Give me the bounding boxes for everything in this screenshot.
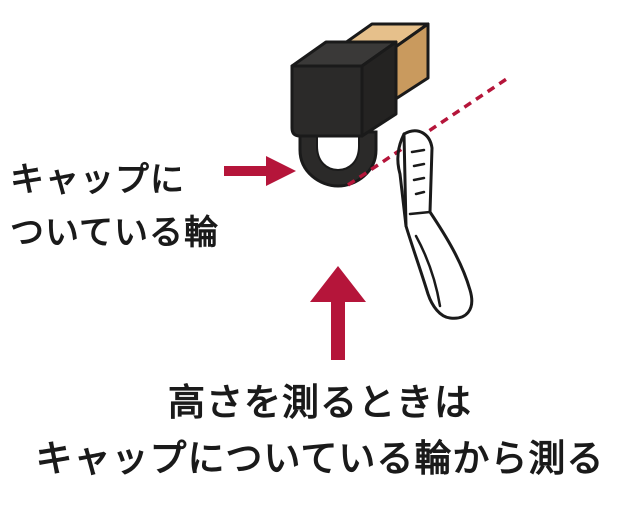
cap-ring [298, 130, 378, 188]
annotation-line-2: ついている輪 [10, 213, 219, 253]
pointer-arrow [224, 156, 296, 186]
annotation-line-1: キャップに [10, 160, 185, 200]
up-arrow [310, 266, 366, 360]
measure-line [347, 76, 509, 187]
caption-line-2: キャップについている輪から測る [35, 437, 605, 480]
hand-outline [396, 129, 474, 320]
caption-line-1: 高さを測るときは [168, 381, 472, 424]
black-cap [290, 40, 398, 138]
